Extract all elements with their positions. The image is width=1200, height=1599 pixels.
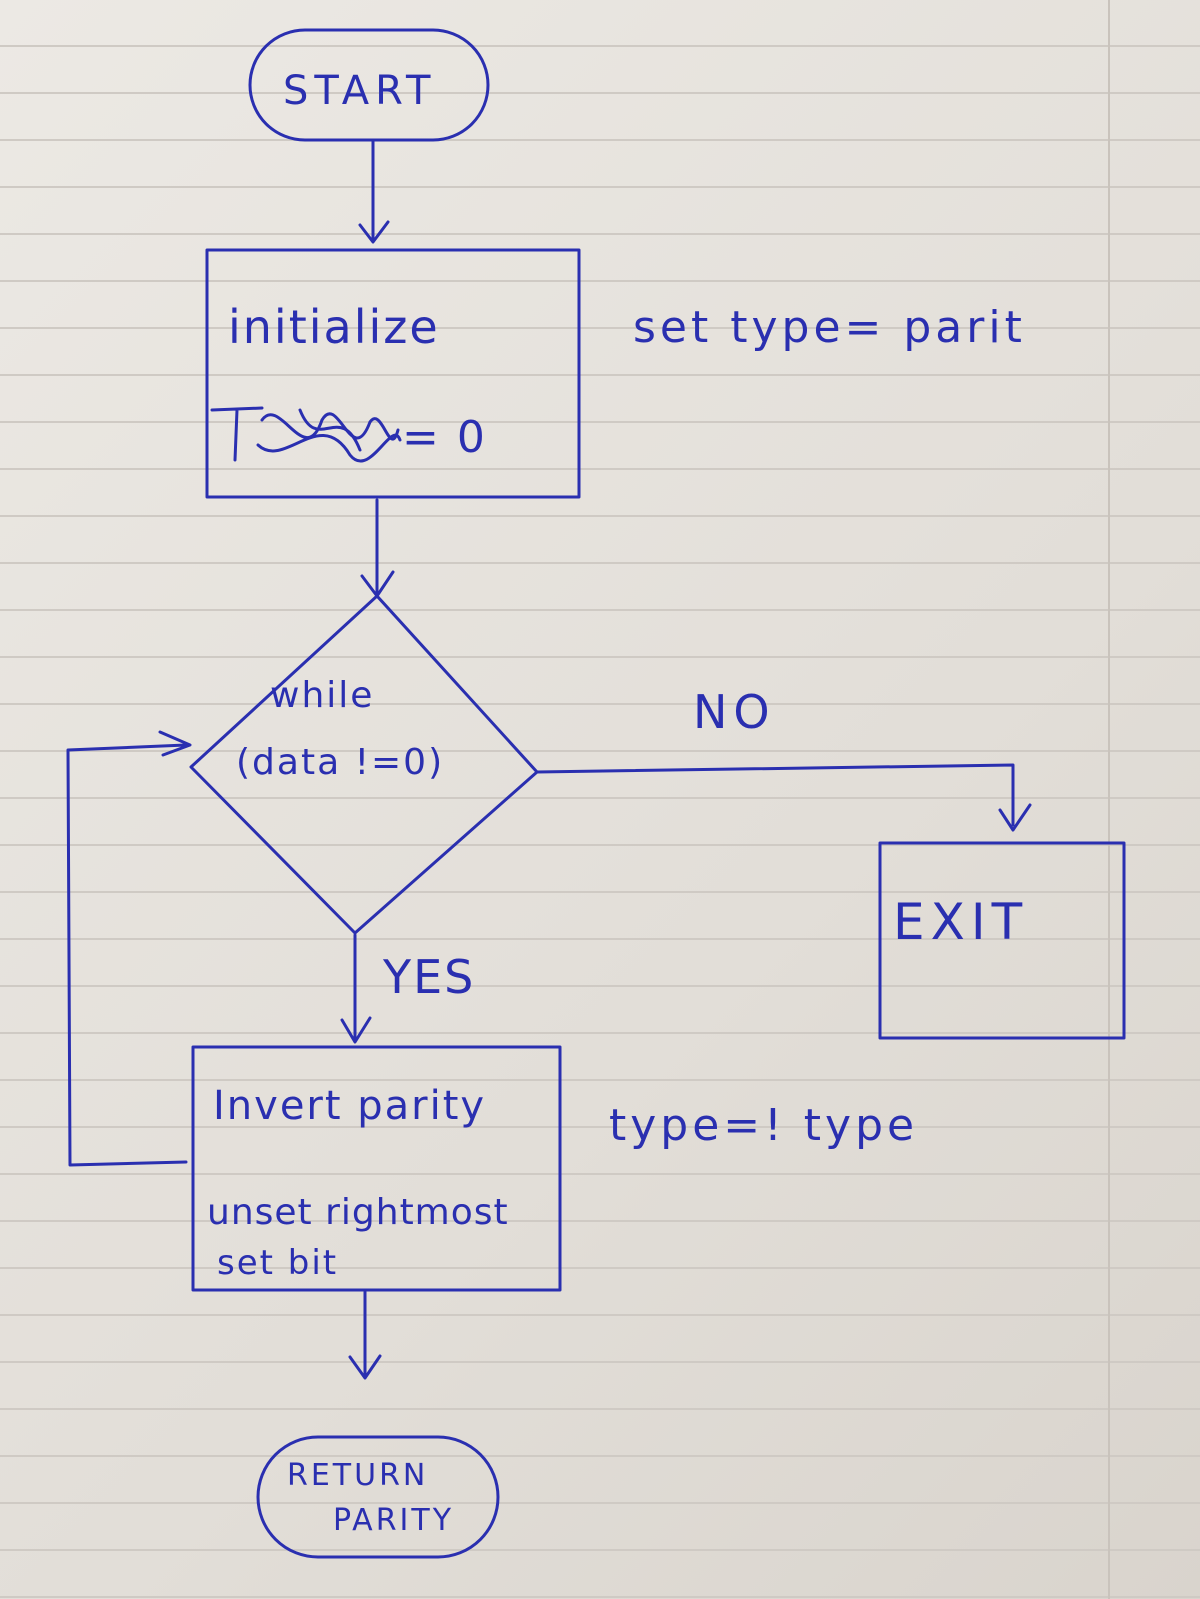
- start-label: START: [283, 68, 437, 114]
- end-label-line-1: RETURN: [287, 1458, 429, 1493]
- exit-label: EXIT: [893, 893, 1029, 951]
- process-line-3: set bit: [217, 1243, 339, 1283]
- decision-diamond: [189, 594, 539, 935]
- arrow-process-to-end: [348, 1290, 382, 1380]
- no-label: NO: [693, 685, 776, 739]
- start-terminator: [248, 28, 490, 142]
- init-note: set type= parit: [633, 302, 1026, 353]
- page-margin-line: [1108, 0, 1110, 1599]
- init-line-2-value: = 0: [402, 412, 487, 463]
- process-line-1: Invert parity: [213, 1083, 487, 1129]
- loop-back-arrow: [66, 730, 192, 1167]
- end-label-line-2: PARITY: [333, 1503, 455, 1538]
- scribbled-out-variable: [210, 406, 402, 463]
- arrow-init-to-decision: [360, 498, 395, 598]
- decision-line-1: while: [270, 675, 375, 716]
- process-note: type=! type: [609, 1100, 919, 1151]
- init-process-box: [205, 248, 581, 499]
- init-line-1: initialize: [228, 300, 440, 354]
- arrow-start-to-init: [358, 138, 390, 244]
- end-terminator: [256, 1435, 500, 1559]
- process-line-2: unset rightmost: [207, 1192, 509, 1233]
- exit-box: [878, 841, 1126, 1040]
- yes-label: YES: [383, 950, 476, 1004]
- arrow-no-to-exit: [535, 763, 1032, 832]
- decision-line-2: (data !=0): [236, 742, 445, 783]
- arrow-yes-to-process: [340, 933, 372, 1044]
- loop-process-box: [191, 1045, 562, 1292]
